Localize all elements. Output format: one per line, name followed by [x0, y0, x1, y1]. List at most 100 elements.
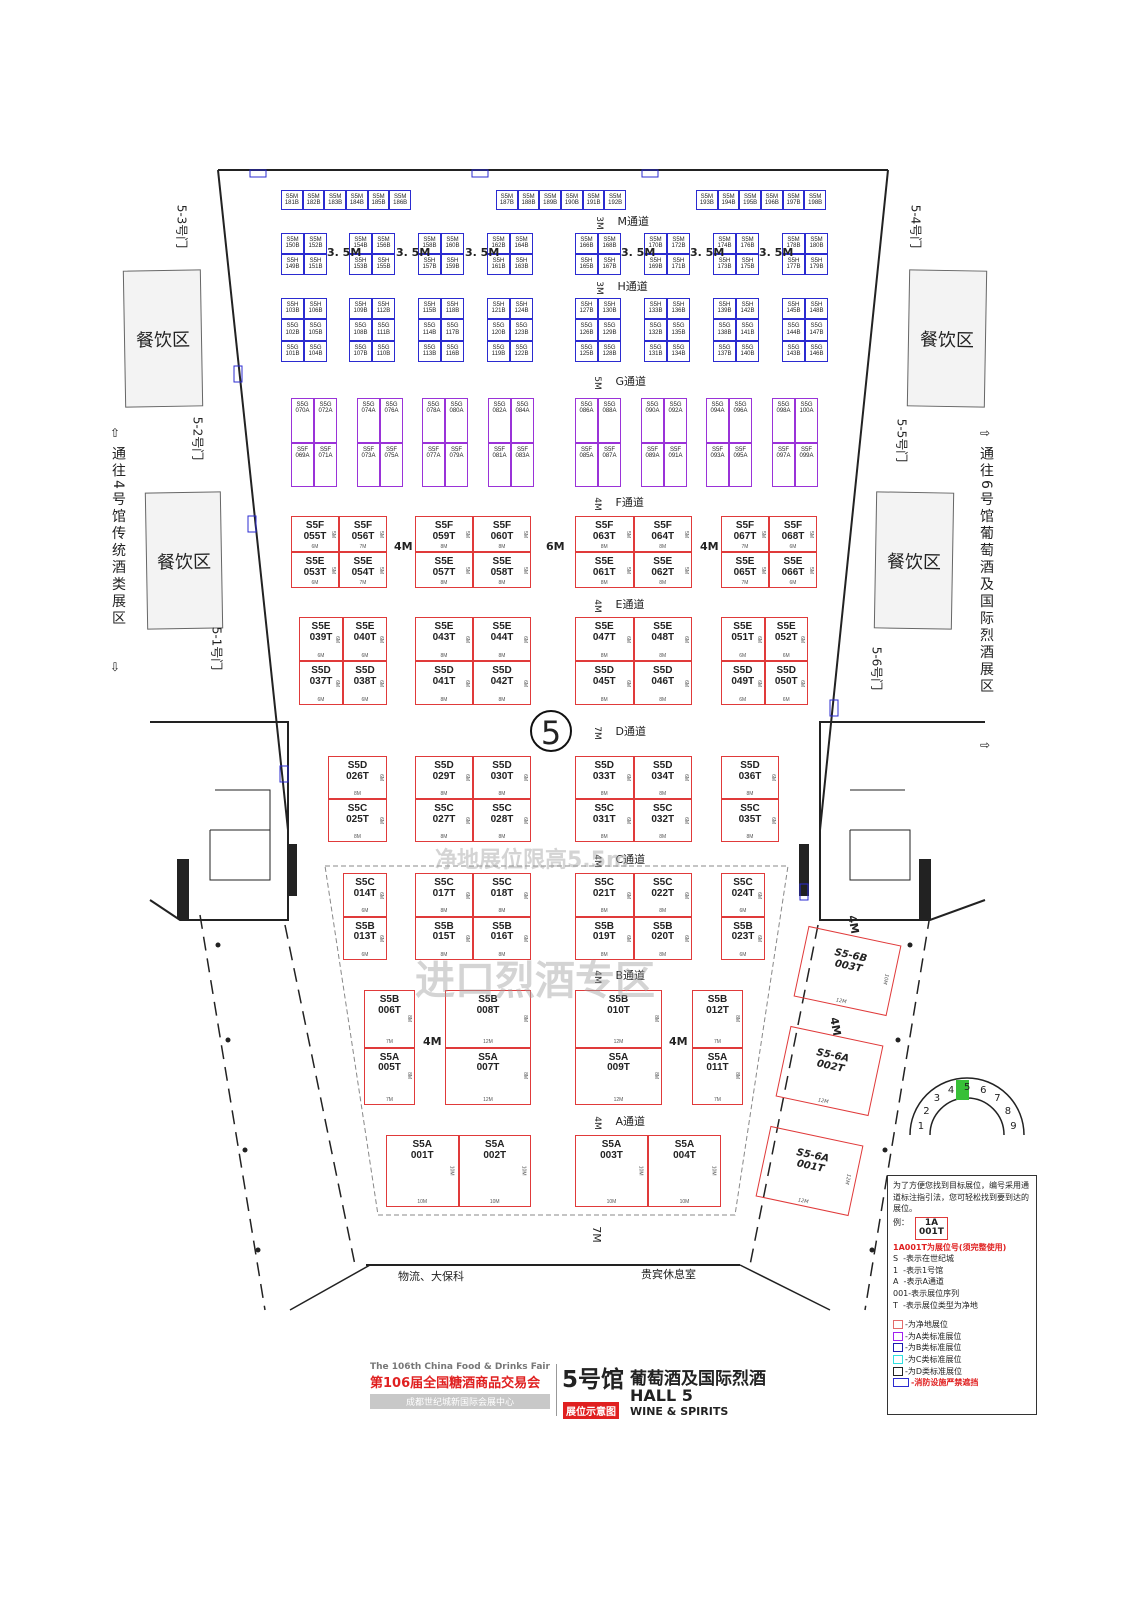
booth-number: S5D 034T	[651, 760, 675, 782]
booth: S5M 192B	[604, 190, 626, 210]
booth: S5F 073A	[357, 442, 380, 487]
booth-number: S5G 070A	[295, 402, 310, 415]
booth: S5G 094A	[706, 398, 729, 443]
booth-depth-label: 8M	[653, 1015, 660, 1023]
booth-depth-label: 6M	[624, 817, 631, 825]
booth-number: S5E 066T	[781, 556, 805, 578]
booth-depth-label: 6M	[378, 935, 385, 943]
booth-depth-label: 6M	[624, 935, 631, 943]
booth: S5H 157B	[418, 254, 441, 275]
booth-number: S5E 065T	[733, 556, 757, 578]
booth-number: S5C 017T	[432, 877, 456, 899]
booth-width-label: 6M	[782, 652, 790, 659]
gap-label: 3. 5M	[690, 246, 725, 259]
booth-width-label: 12M	[483, 1039, 493, 1046]
booth-number: S5M 152B	[308, 237, 323, 250]
booth-number: S5H 142B	[740, 302, 755, 315]
booth: S5M 166B	[575, 233, 598, 254]
booth-number: S5B 015T	[432, 920, 456, 942]
booth-depth-label: 8M	[653, 1072, 660, 1080]
booth: S5M 187B	[496, 190, 518, 210]
legend-example-note: 1A001T为展位号(须完整使用)	[893, 1242, 1007, 1252]
booth-depth-label: 6M	[464, 891, 471, 899]
booth: S5H 133B	[644, 298, 667, 320]
booth-depth-label: 5M	[330, 531, 337, 539]
booth-number: S5G 092A	[668, 402, 683, 415]
booth: S5H 148B	[805, 298, 828, 320]
booth-number: S5G 082A	[492, 402, 507, 415]
legend-type: -为净地展位	[905, 1320, 948, 1330]
booth-width-label: 12M	[613, 1096, 624, 1103]
booth-depth-label: 6M	[683, 817, 690, 825]
booth-number: S5F 079A	[449, 446, 464, 459]
booth: S5H 142B	[736, 298, 759, 320]
booth-number: S5H 167B	[602, 258, 617, 271]
booth: S5M 188B	[517, 190, 540, 210]
booth-width-label: 8M	[659, 908, 667, 915]
booth-number: S5D 033T	[592, 760, 616, 782]
legend: 为了方便您找到目标展位，编号采用通道标注指引法，您可轻松找到要到达的展位。 例：…	[887, 1175, 1037, 1415]
booth: S5M 186B	[389, 190, 411, 210]
gap-label: 4M	[394, 540, 413, 553]
booth-number: S5G 126B	[579, 323, 594, 336]
booth-number: S5M 194B	[721, 194, 736, 207]
booth-width-label: 6M	[317, 652, 325, 659]
booth-width-label: 6M	[739, 951, 747, 958]
booth-number: S5D 046T	[651, 665, 675, 687]
booth-number: S5H 106B	[308, 302, 323, 315]
hall-number-badge: 5	[530, 710, 572, 752]
booth-width-label: 8M	[498, 908, 506, 915]
booth: S5F 093A	[706, 442, 729, 487]
booth-number: S5H 109B	[353, 302, 368, 315]
booth-depth-label: 5M	[760, 567, 767, 575]
fair-title-block: The 106th China Food & Drinks Fair 第106届…	[370, 1362, 550, 1409]
booth-number: S5G 113B	[422, 344, 437, 357]
booth-number: S5G 111B	[376, 323, 391, 336]
booth-depth-label: 5M	[624, 531, 631, 539]
booth: S5H 103B	[281, 298, 304, 320]
booth-number: S5H 157B	[422, 258, 437, 271]
booth: S5G 135B	[667, 319, 690, 341]
booth-number: S5G 122B	[514, 344, 529, 357]
arrow-right-icon: ⇨	[980, 426, 991, 440]
gap-label: 3. 5M	[465, 246, 500, 259]
booth-number: S5G 141B	[740, 323, 755, 336]
booth: S5M 190B	[560, 190, 583, 210]
booth-width-label: 6M	[739, 908, 747, 915]
booth-depth-label: 5M	[683, 567, 690, 575]
booth: S5G 098A	[772, 398, 795, 443]
booth-number: S5G 072A	[318, 402, 333, 415]
booth: S5H 121B	[487, 298, 510, 320]
booth-width-label: 8M	[600, 951, 608, 958]
booth-depth-label: 5M	[808, 567, 815, 575]
booth: S5M 198B	[804, 190, 826, 210]
booth-depth-label: 6M	[464, 636, 471, 643]
booth-width-label: 6M	[739, 696, 747, 703]
booth: S5G 101B	[281, 340, 304, 362]
booth-number: S5C 024T	[731, 877, 755, 899]
booth-width-label: 8M	[498, 652, 506, 659]
booth: S5G 086A	[575, 398, 598, 443]
booth-number: S5M 197B	[786, 194, 801, 207]
door-5-1: 5-1号门	[209, 626, 224, 671]
booth-number: S5F 087A	[602, 446, 617, 459]
booth-depth-label: 12M	[843, 1172, 852, 1185]
